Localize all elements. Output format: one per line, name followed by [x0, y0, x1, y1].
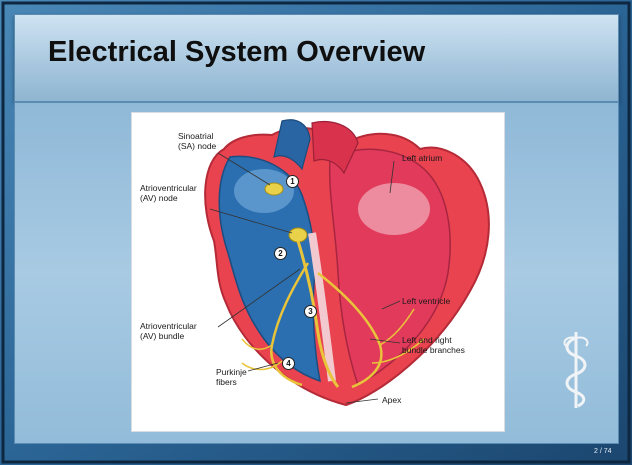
av-node-label: Atrioventricular (AV) node: [140, 183, 197, 203]
page-number: 2 / 74: [594, 448, 612, 455]
sa-node-label: Sinoatrial (SA) node: [178, 131, 216, 151]
step-marker-2: 2: [274, 247, 287, 260]
purkinje-fibers-label: Purkinje fibers: [216, 367, 247, 387]
slide-title: Electrical System Overview: [48, 36, 588, 69]
bundle-branches-label: Left and right bundle branches: [402, 335, 465, 355]
caduceus-icon: [556, 330, 596, 410]
step-marker-1: 1: [286, 175, 299, 188]
av-bundle-label: Atrioventricular (AV) bundle: [140, 321, 197, 341]
left-atrium-label: Left atrium: [402, 153, 442, 163]
heart-illustration: [132, 113, 504, 431]
apex-label: Apex: [382, 395, 401, 405]
left-ventricle-label: Left ventricle: [402, 296, 450, 306]
step-marker-3: 3: [304, 305, 317, 318]
step-marker-4: 4: [282, 357, 295, 370]
heart-conduction-figure: Sinoatrial (SA) node Atrioventricular (A…: [131, 112, 505, 432]
